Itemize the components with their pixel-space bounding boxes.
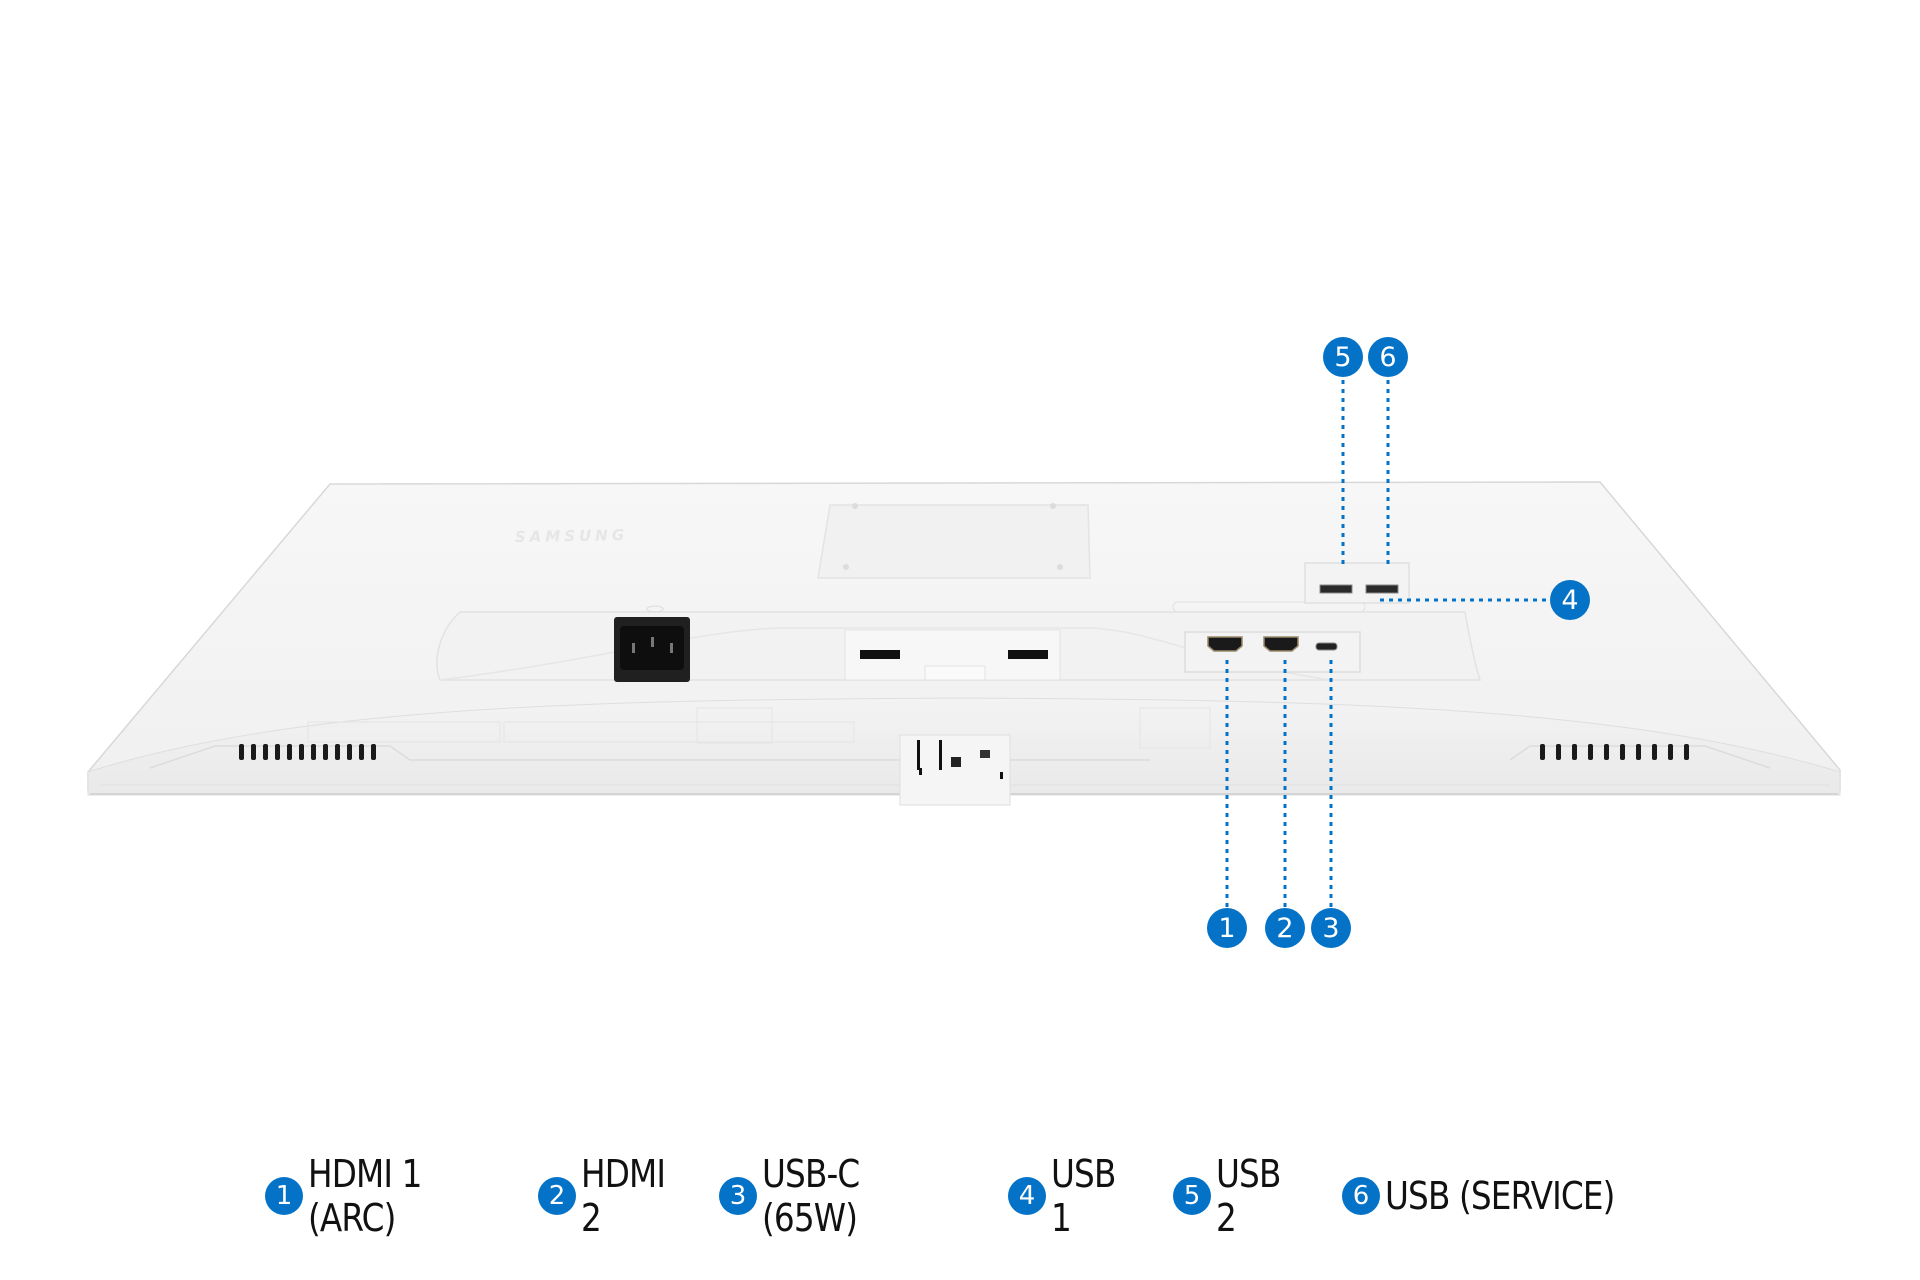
- number-badge-icon: 1: [265, 1177, 303, 1215]
- legend-label: HDMI 1 (ARC): [308, 1152, 422, 1240]
- legend-item-hdmi-2: 2 HDMI 2: [538, 1152, 699, 1240]
- vent-right: [1540, 744, 1689, 760]
- callout-2: 2: [1265, 908, 1305, 948]
- io-panel: [1172, 601, 1366, 673]
- callout-6: 6: [1368, 337, 1408, 377]
- legend-item-usb-c: 3 USB-C (65W): [719, 1152, 988, 1240]
- usb-c-port: [1315, 642, 1338, 651]
- legend-item-usb-2: 5 USB 2: [1173, 1152, 1322, 1240]
- callout-3: 3: [1311, 908, 1351, 948]
- legend-label: USB-C (65W): [762, 1152, 860, 1240]
- legend-item-usb-service: 6 USB (SERVICE): [1342, 1174, 1655, 1218]
- number-badge-icon: 4: [1008, 1177, 1046, 1215]
- legend-label: USB 2: [1216, 1152, 1281, 1240]
- legend-item-hdmi-1: 1 HDMI 1 (ARC): [265, 1152, 518, 1240]
- vesa-mount-plate: [817, 503, 1091, 579]
- number-badge-icon: 2: [538, 1177, 576, 1215]
- number-badge-icon: 5: [1173, 1177, 1211, 1215]
- power-socket: [614, 605, 690, 682]
- callout-4: 4: [1550, 580, 1590, 620]
- brand-logo: SAMSUNG: [515, 526, 629, 546]
- number-badge-icon: 3: [719, 1177, 757, 1215]
- hdmi-1-port: [1207, 636, 1243, 652]
- legend-label: USB (SERVICE): [1385, 1174, 1615, 1218]
- callout-leader-lines: [1225, 380, 1550, 908]
- callout-1: 1: [1207, 908, 1247, 948]
- number-badge-icon: 6: [1342, 1177, 1380, 1215]
- usb-panel: [1304, 562, 1410, 604]
- port-legend: 1 HDMI 1 (ARC) 2 HDMI 2 3 USB-C (65W) 4 …: [0, 1152, 1920, 1240]
- legend-label: HDMI 2: [581, 1152, 666, 1240]
- hdmi-2-port: [1263, 636, 1299, 652]
- legend-item-usb-1: 4 USB 1: [1008, 1152, 1153, 1240]
- stand-neck: [899, 734, 1011, 806]
- legend-label: USB 1: [1051, 1152, 1116, 1240]
- callout-5: 5: [1323, 337, 1363, 377]
- vent-left: [239, 744, 376, 760]
- rating-label-area: [307, 707, 1211, 749]
